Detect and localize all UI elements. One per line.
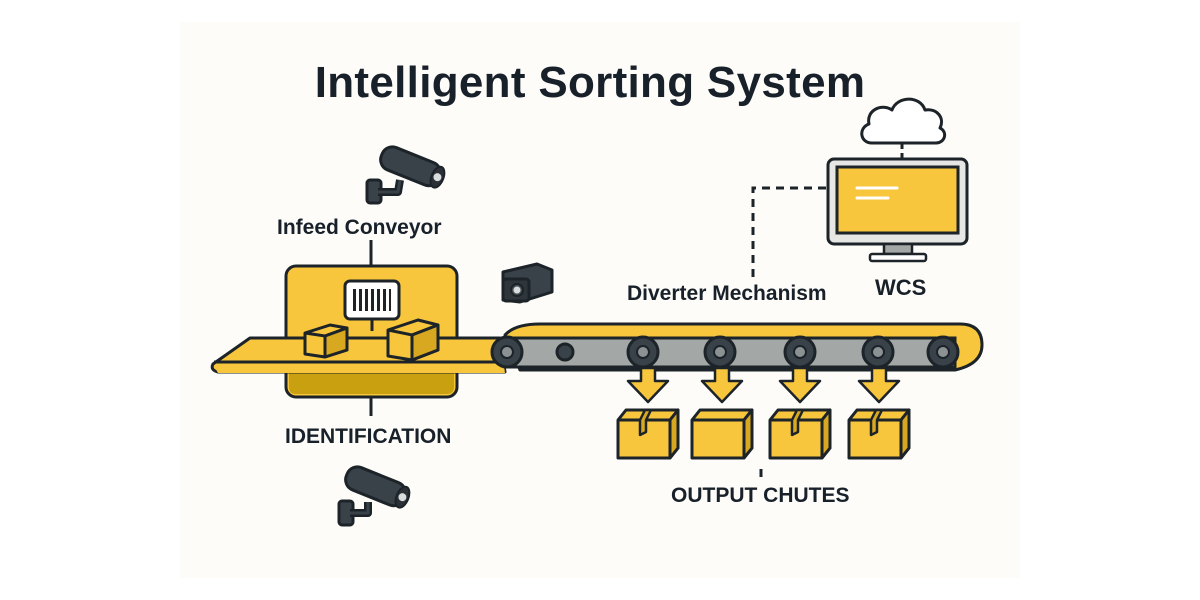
- roller-icon: [626, 335, 660, 369]
- package-box-icon: [386, 318, 440, 362]
- roller-icon: [926, 335, 960, 369]
- security-camera-icon: [337, 465, 411, 527]
- sorter-conveyor: [503, 322, 984, 372]
- barcode-icon: [343, 279, 401, 331]
- package-box-icon: [303, 323, 349, 359]
- roller-icon: [555, 342, 575, 362]
- output-boxes: [616, 408, 911, 460]
- package-box-icon: [847, 408, 911, 460]
- infeed-conveyor-label: Infeed Conveyor: [277, 216, 442, 239]
- arrow-down-icon: [626, 366, 670, 404]
- package-box-icon: [616, 408, 680, 460]
- arrow-down-icon: [778, 366, 822, 404]
- box-camera-icon: [501, 262, 554, 304]
- roller-row: [490, 335, 960, 369]
- arrow-down-icon: [857, 366, 901, 404]
- roller-icon: [861, 335, 895, 369]
- package-box-icon: [690, 408, 754, 460]
- monitor-icon: [826, 157, 969, 263]
- roller-icon: [703, 335, 737, 369]
- roller-icon: [490, 335, 524, 369]
- security-camera-icon: [365, 145, 446, 205]
- arrow-row: [626, 366, 901, 404]
- infeed-conveyor: [210, 336, 507, 374]
- wcs-label: WCS: [875, 275, 927, 300]
- arrow-down-icon: [700, 366, 744, 404]
- diverter-mechanism-label: Diverter Mechanism: [627, 282, 827, 305]
- output-chutes-label: OUTPUT CHUTES: [671, 484, 850, 507]
- diagram-title: Intelligent Sorting System: [314, 58, 866, 107]
- roller-icon: [783, 335, 817, 369]
- package-box-icon: [768, 408, 832, 460]
- identification-label: IDENTIFICATION: [285, 425, 452, 448]
- cloud-icon: [860, 97, 947, 145]
- wcs-diverter-link: [751, 186, 826, 279]
